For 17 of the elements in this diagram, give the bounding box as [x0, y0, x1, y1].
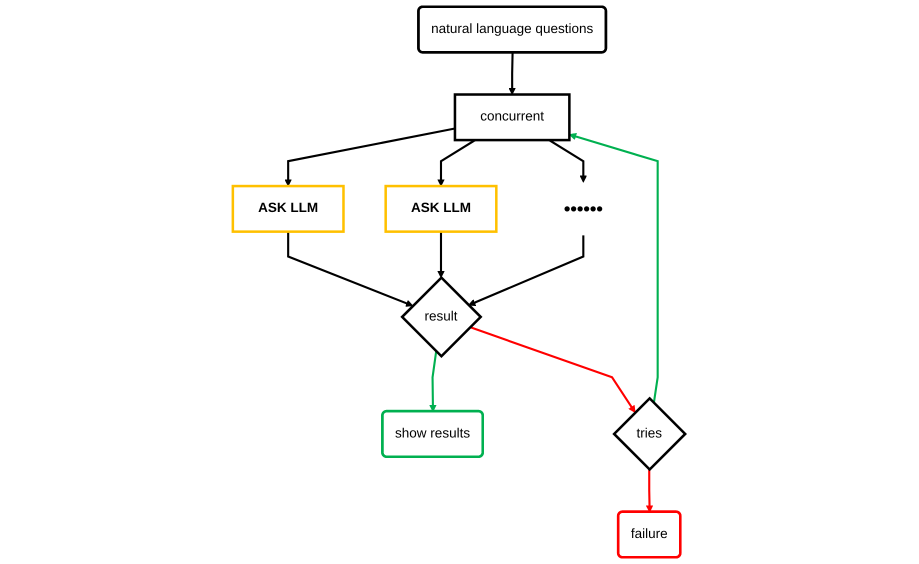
arrow	[430, 351, 438, 412]
node-box: ASK LLM	[384, 184, 498, 233]
arrow	[549, 139, 588, 183]
arrow	[438, 232, 446, 278]
node-text: ••••••	[564, 198, 604, 220]
arrow	[470, 326, 636, 413]
node-box: ASK LLM	[232, 184, 346, 233]
arrow	[468, 235, 585, 306]
node-box: concurrent	[454, 93, 572, 142]
arrow	[508, 52, 516, 95]
arrow	[570, 132, 660, 404]
arrow	[438, 139, 476, 186]
node-diamond: result	[400, 276, 483, 358]
arrow	[284, 127, 456, 186]
node-diamond: tries	[612, 396, 688, 472]
arrow	[646, 470, 654, 512]
arrow	[288, 232, 414, 307]
